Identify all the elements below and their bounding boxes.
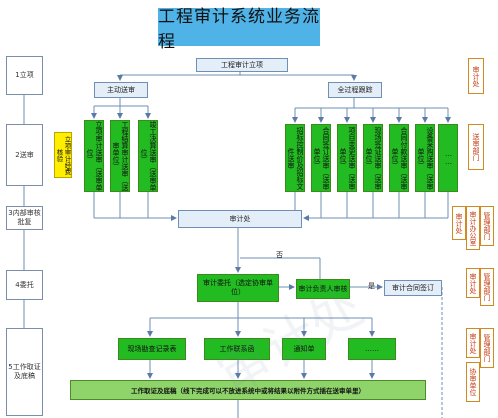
tag-r2: 送审部门 (468, 124, 484, 170)
active-item-3: 竣工决算送审（送审单位） (138, 120, 158, 192)
active-item-2: 工程结算审计送审（送审单位） (110, 120, 130, 192)
step-4: 4委托 (6, 270, 43, 300)
tag-r5a: 审计处 (466, 328, 480, 358)
step-3: 3内部审核批复 (6, 206, 43, 230)
fee-check-node: 立项审计经费核验 (54, 132, 72, 178)
step-1: 1立项 (6, 56, 43, 95)
contract-node: 审计合同签订 (384, 280, 442, 296)
full-tracking-node: 全过程跟踪 (328, 82, 382, 98)
contact-letter-node: 工作联系函 (204, 338, 270, 360)
tag-r1: 审计处 (468, 58, 484, 94)
notice-node: 通知单 (282, 338, 326, 360)
step-5: 5工作取证及底稿 (6, 328, 43, 416)
full-item-1: 招标控制价及招标文件送审 (285, 124, 305, 192)
project-node: 工程审计立项 (196, 58, 288, 72)
more-evidence-node: …… (348, 338, 396, 360)
page-title: 工程审计系统业务流程 (158, 7, 320, 52)
audit-office-node: 审计处 (178, 210, 302, 228)
no-label: 否 (276, 251, 283, 259)
survey-record-node: 现场勘查记录表 (118, 338, 186, 360)
full-item-2: 合同签订送审（送审单位） (311, 124, 331, 192)
full-item-4: 现场签证送审（送审单位） (363, 124, 383, 192)
full-item-5: 合同付款送审（送审单位） (389, 124, 409, 192)
yes-label: 是 (368, 282, 375, 290)
entrust-node: 审计委托（选定协审单位） (197, 274, 279, 302)
tag-r4b: 管理部门 (480, 268, 494, 306)
tag-r3b: 审计办公室 (466, 206, 480, 250)
tag-r3c: 管理部门 (480, 206, 494, 246)
full-item-7: …… (438, 124, 458, 192)
evidence-bar: 工作取证及底稿（线下完成可以不放进系统中或将结果以附件方式插在送审单里） (70, 380, 426, 400)
manager-review-node: 审计负责人审核 (296, 279, 350, 299)
active-item-1: 立项审计送审（送审单位） (84, 120, 104, 192)
tag-r4a: 审计处 (466, 268, 480, 298)
full-item-6: 设备采购送审（送审单位） (415, 124, 435, 192)
step-2: 2送审 (6, 124, 43, 186)
tag-r3a: 审计处 (452, 206, 466, 240)
full-item-3: 项目变更送审（送审单位） (337, 124, 357, 192)
active-review-node: 主动送审 (94, 82, 148, 98)
tag-r5b: 协审单位 (466, 362, 480, 402)
tag-r5c: 管理部门 (480, 328, 494, 368)
